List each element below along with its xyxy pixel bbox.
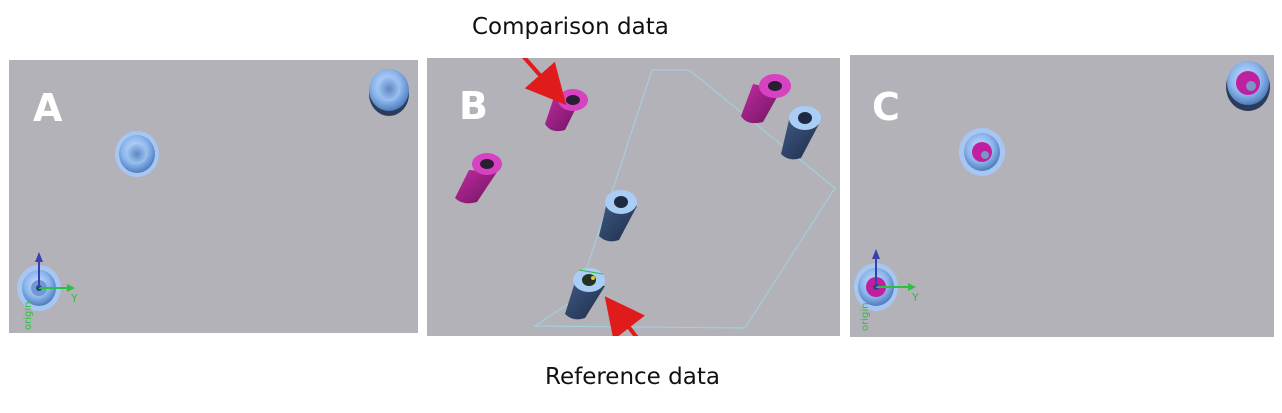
panel-c: C Y origin bbox=[850, 55, 1274, 337]
reference-arrow bbox=[604, 296, 646, 336]
panel-a: A Y origin bbox=[9, 60, 418, 333]
panel-b-letter: B bbox=[459, 84, 488, 128]
axis-gizmo: Y origin bbox=[860, 249, 919, 331]
reference-cylinder-right bbox=[781, 106, 821, 160]
reference-cylinder-top-right bbox=[369, 69, 409, 116]
comparison-cylinder-right bbox=[741, 74, 791, 124]
axis-gizmo: Y origin bbox=[23, 252, 78, 330]
reference-cylinder-middle bbox=[599, 190, 637, 242]
comparison-data-label: Comparison data bbox=[472, 14, 669, 40]
panel-b-scene bbox=[455, 58, 836, 336]
overlay-cylinder-top-right bbox=[1226, 61, 1270, 111]
overlay-cylinder-middle bbox=[959, 128, 1005, 176]
svg-text:origin: origin bbox=[860, 303, 871, 331]
reference-data-label: Reference data bbox=[545, 364, 720, 390]
reference-cylinder-middle bbox=[115, 131, 159, 177]
reference-cylinder-bottom bbox=[565, 268, 605, 320]
panel-a-scene: Y origin bbox=[17, 69, 409, 330]
panel-c-letter: C bbox=[872, 85, 900, 129]
panel-b: B bbox=[427, 58, 840, 336]
comparison-cylinder-left bbox=[455, 153, 502, 204]
svg-text:origin: origin bbox=[23, 302, 34, 330]
panel-c-scene: Y origin bbox=[854, 61, 1270, 331]
svg-text:Y: Y bbox=[911, 291, 919, 304]
svg-text:Y: Y bbox=[70, 292, 78, 305]
comparison-arrow bbox=[522, 58, 567, 105]
panel-a-letter: A bbox=[33, 86, 63, 130]
comparison-cylinder-top bbox=[545, 89, 588, 132]
